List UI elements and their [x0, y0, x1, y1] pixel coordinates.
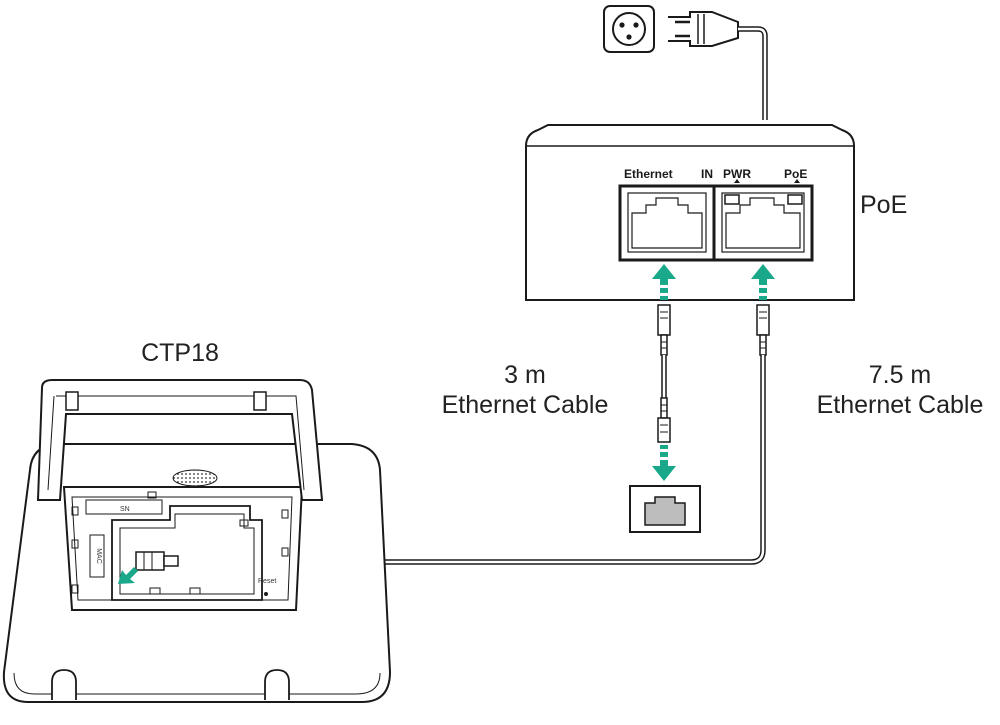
arrow-to-wall-jack	[652, 445, 676, 481]
power-cord	[738, 26, 768, 120]
device-label: CTP18	[141, 339, 219, 367]
cable-3m-name: Ethernet Cable	[441, 391, 609, 419]
rubber-foot	[51, 669, 77, 700]
cable-7-5m	[176, 355, 766, 565]
arrow-to-device-port	[118, 567, 138, 584]
rj45-connector-icon	[657, 397, 671, 443]
cable-7-5m-name: Ethernet Cable	[816, 391, 984, 419]
cable-3m-length: 3 m	[504, 361, 546, 389]
ctp18-device: SN MAC Reset	[2, 379, 392, 703]
power-plug-icon	[668, 11, 739, 47]
port-label-poe: PoE	[784, 167, 807, 181]
rj45-connector-icon	[135, 551, 179, 571]
poe-out-port	[712, 184, 814, 262]
sn-label: SN	[120, 506, 130, 513]
port-label-pwr: PWR	[723, 167, 751, 181]
cable-7-5m-label: 7.5 m Ethernet Cable	[800, 360, 1000, 420]
cable-3m-label: 3 m Ethernet Cable	[420, 360, 630, 420]
kickstand	[36, 379, 324, 501]
poe-label: PoE	[860, 191, 908, 219]
cable-7-5m-length: 7.5 m	[868, 361, 932, 389]
arrow-to-poe-port	[751, 264, 775, 300]
wall-socket-icon	[603, 5, 655, 53]
poe-led	[787, 194, 803, 205]
speaker-grille	[172, 469, 218, 487]
reset-label: Reset	[258, 578, 276, 585]
reset-button	[264, 592, 268, 596]
pwr-led	[724, 194, 740, 205]
rj45-connector-icon	[657, 304, 671, 356]
rubber-foot	[264, 669, 290, 700]
mac-label: MAC	[95, 548, 102, 564]
rj45-connector-icon	[756, 304, 770, 356]
port-label-in: IN	[701, 167, 713, 181]
network-wall-jack-icon	[629, 485, 701, 533]
arrow-to-ethernet-port	[652, 264, 676, 300]
port-label-ethernet: Ethernet	[624, 167, 673, 181]
poe-injector: Ethernet IN PWR PoE	[525, 124, 855, 301]
